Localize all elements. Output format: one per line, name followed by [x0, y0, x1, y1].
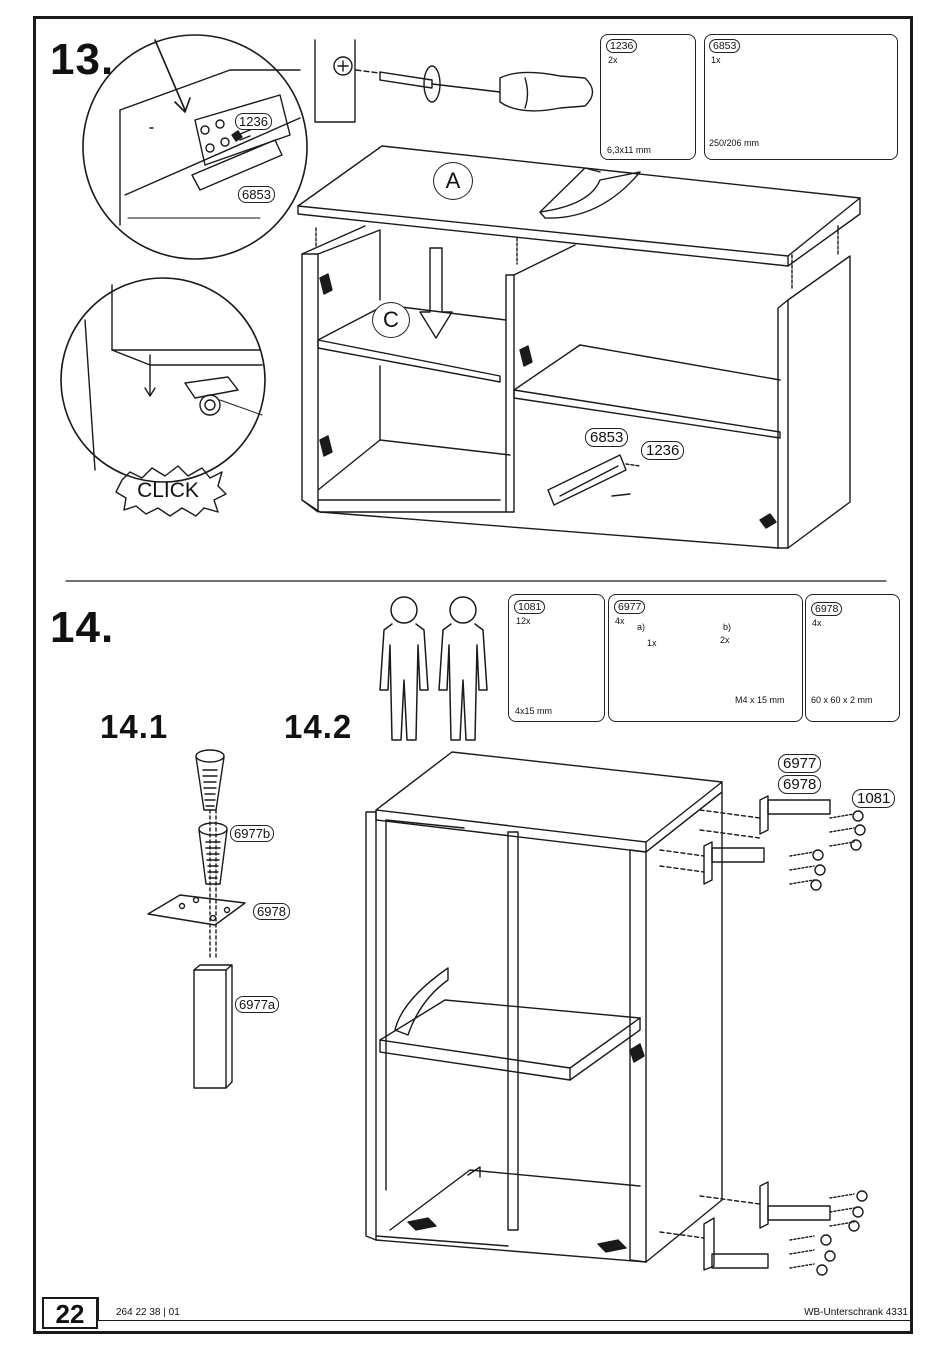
part-id: 6853 [709, 39, 740, 53]
footer-divider [98, 1297, 99, 1321]
screw-set-top [790, 811, 865, 890]
cabinet-plate-callout: 6978 [778, 775, 821, 794]
screw-callout: 1236 [641, 441, 684, 460]
step14-cabinet [366, 752, 867, 1275]
leg-a-callout: 6977a [235, 996, 279, 1013]
part-size: 250/206 mm [709, 139, 759, 148]
leg-explosion-drawing [148, 750, 245, 1088]
part-size: 6,3x11 mm [607, 146, 651, 155]
variant-a-qty: 1x [647, 639, 657, 648]
detail-screw-callout: 1236 [235, 113, 272, 130]
page-number: 22 [42, 1297, 98, 1329]
part-card-1081: 1081 12x 4x15 mm [508, 594, 605, 722]
cabinet-leg-callout: 6977 [778, 754, 821, 773]
panel-c-marker: C [372, 302, 410, 338]
detail-rail-callout: 6853 [238, 186, 275, 203]
screw-b-callout: 6977b [230, 825, 274, 842]
part-card-6977: 6977 4x a) 1x b) 2x M4 x 15 mm [608, 594, 803, 722]
part-qty: 1x [711, 56, 721, 65]
screwdriver-drawing [315, 40, 593, 122]
part-size: 60 x 60 x 2 mm [811, 696, 873, 705]
detail-circle-rail-screw [83, 35, 307, 259]
rail-callout: 6853 [585, 428, 628, 447]
part-id: 6977 [614, 600, 645, 614]
screw-set-bottom [790, 1191, 867, 1275]
two-persons-icon [380, 597, 487, 740]
product-name: WB-Unterschrank 4331 [804, 1308, 908, 1318]
part-id: 1236 [606, 39, 637, 53]
panel-a-marker: A [433, 162, 473, 200]
part-size: M4 x 15 mm [735, 696, 785, 705]
step-14-number: 14. [50, 606, 114, 650]
part-card-1236: 1236 2x 6,3x11 mm [600, 34, 696, 160]
part-qty: 2x [608, 56, 618, 65]
part-card-6978: 6978 4x 60 x 60 x 2 mm [805, 594, 900, 722]
part-qty: 4x [812, 619, 822, 628]
plate-callout: 6978 [253, 903, 290, 920]
cabinet-screw-callout: 1081 [852, 789, 895, 808]
article-code: 264 22 38 | 01 [116, 1308, 180, 1318]
substep-14-1: 14.1 [100, 710, 168, 743]
step13-cabinet [298, 146, 860, 548]
detail-circle-click [61, 278, 265, 482]
step-13-number: 13. [50, 38, 114, 82]
variant-b-label: b) [723, 623, 731, 632]
click-label: CLICK [120, 474, 216, 508]
part-size: 4x15 mm [515, 707, 552, 716]
part-qty: 12x [516, 617, 531, 626]
footer-rule [98, 1320, 910, 1321]
part-id: 1081 [514, 600, 545, 614]
part-card-6853: 6853 1x 250/206 mm [704, 34, 898, 160]
variant-a-label: a) [637, 623, 645, 632]
substep-14-2: 14.2 [284, 710, 352, 743]
part-id: 6978 [811, 602, 842, 616]
part-qty: 4x [615, 617, 625, 626]
variant-b-qty: 2x [720, 636, 730, 645]
